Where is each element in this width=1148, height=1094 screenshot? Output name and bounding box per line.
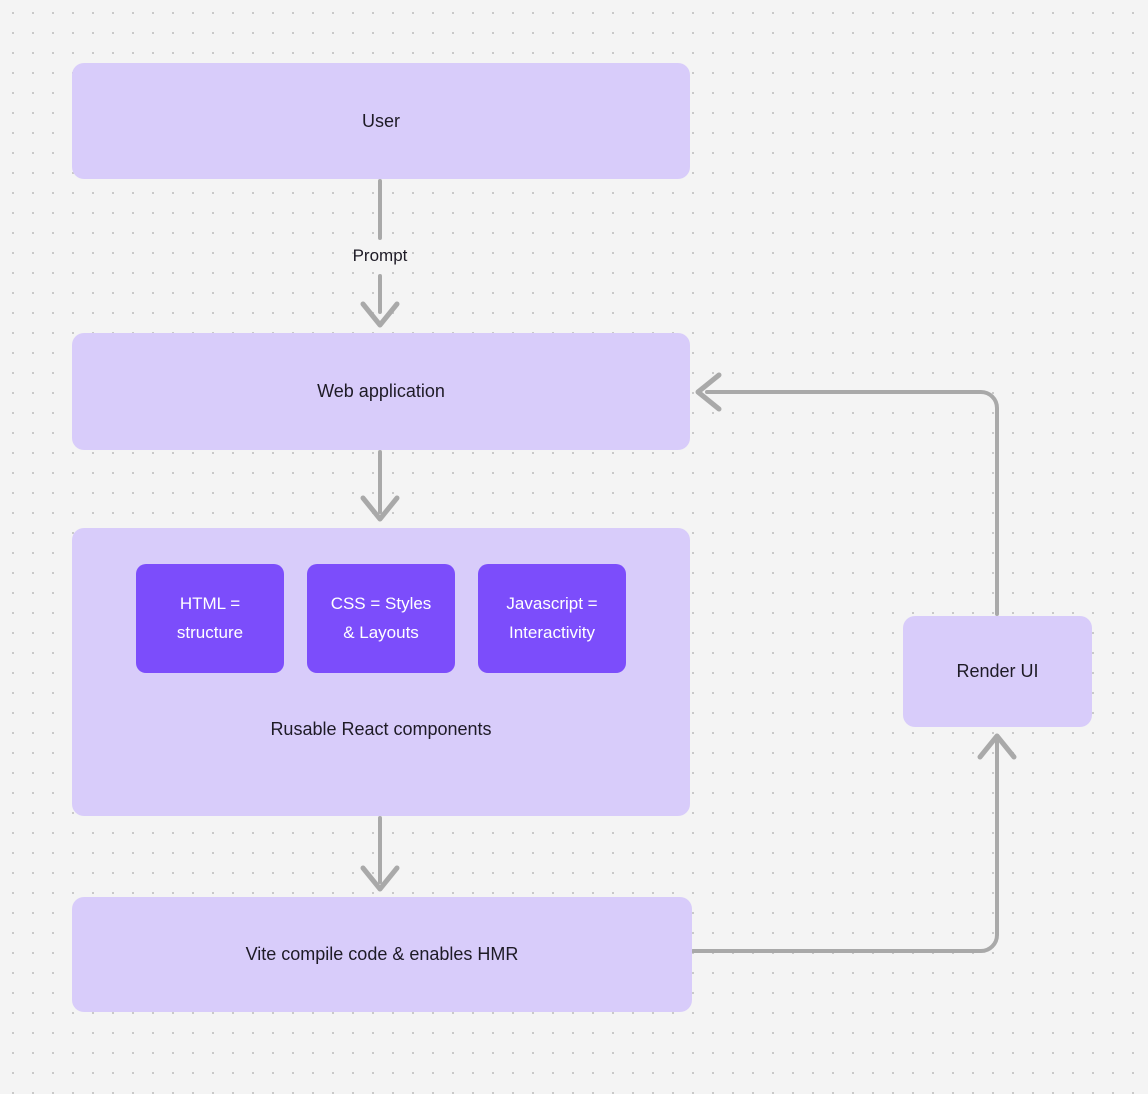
node-web-application-label: Web application: [317, 381, 445, 402]
edge-webapp-to-react: [360, 450, 400, 522]
chip-html[interactable]: HTML = structure: [136, 564, 284, 673]
edge-vite-to-render: [691, 733, 1017, 953]
node-vite-label: Vite compile code & enables HMR: [245, 944, 519, 965]
chip-javascript-line1: Javascript =: [506, 593, 598, 613]
node-react-caption: Rusable React components: [270, 719, 492, 739]
node-web-application[interactable]: Web application: [72, 333, 690, 450]
chip-javascript[interactable]: Javascript = Interactivity: [478, 564, 626, 673]
node-render-ui[interactable]: Render UI: [903, 616, 1092, 727]
edge-react-to-vite: [360, 816, 400, 892]
chip-html-line2: structure: [176, 622, 244, 642]
chip-css-line1: CSS = Styles: [330, 593, 432, 613]
chip-css[interactable]: CSS = Styles & Layouts: [307, 564, 455, 673]
chip-row: HTML = structure CSS = Styles & Layouts …: [136, 564, 626, 673]
node-react-components-container[interactable]: HTML = structure CSS = Styles & Layouts …: [72, 528, 690, 816]
chip-css-line2: & Layouts: [343, 622, 419, 642]
node-user[interactable]: User: [72, 63, 690, 179]
node-user-label: User: [361, 110, 400, 131]
node-render-ui-label: Render UI: [956, 661, 1039, 682]
chip-javascript-line2: Interactivity: [509, 622, 595, 642]
edge-render-to-webapp: [695, 372, 999, 616]
chip-html-line1: HTML =: [179, 593, 241, 613]
edge-label-prompt: Prompt: [352, 246, 408, 265]
node-vite[interactable]: Vite compile code & enables HMR: [72, 897, 692, 1012]
